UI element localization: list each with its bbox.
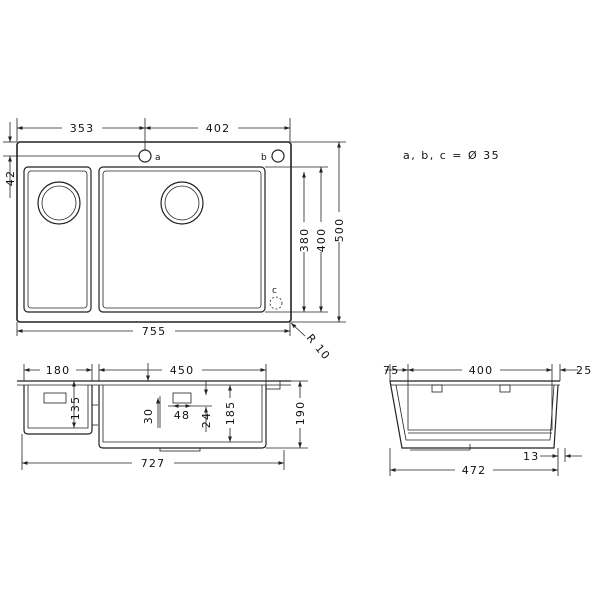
dim-r10: R 10 (304, 332, 333, 363)
dim-13: 13 (523, 450, 539, 463)
clip-right (499, 384, 511, 393)
small-bowl-inner (27, 170, 88, 309)
dim-190: 190 (294, 401, 307, 426)
big-bowl-drain-inner (164, 185, 200, 221)
side-view: 75 400 25 13 472 (383, 363, 592, 477)
dim-472: 472 (462, 464, 487, 477)
big-drain-outlet (159, 447, 201, 452)
small-bowl-drain-inner (41, 185, 77, 221)
dim-400-side: 400 (469, 364, 494, 377)
dim-755: 755 (142, 325, 167, 338)
dim-42: 42 (4, 170, 17, 186)
big-bowl (98, 166, 266, 313)
small-bowl (23, 166, 92, 313)
dim-380: 380 (298, 228, 311, 253)
dim-25: 25 (576, 364, 592, 377)
hole-a (138, 149, 152, 163)
dim-402: 402 (206, 122, 231, 135)
big-overflow (172, 392, 192, 404)
dim-180: 180 (46, 364, 71, 377)
dim-450: 450 (170, 364, 195, 377)
top-view: a b c 353 402 42 380 400 500 (3, 118, 346, 363)
big-bowl-inner (102, 170, 262, 309)
front-view: 180 135 450 30 48 24 185 190 (17, 363, 308, 470)
dim-727: 727 (141, 457, 166, 470)
dim-30: 30 (142, 408, 155, 424)
dim-24: 24 (200, 412, 213, 428)
dim-500: 500 (333, 218, 346, 243)
dim-185: 185 (224, 401, 237, 426)
small-bowl-section (23, 385, 93, 435)
clip-left (431, 384, 443, 393)
dim-48: 48 (174, 409, 190, 422)
small-bowl-drain (37, 181, 81, 225)
hole-b-label: b (261, 153, 267, 163)
hole-a-label: a (155, 153, 161, 163)
dim-75: 75 (383, 364, 399, 377)
hole-b (271, 149, 285, 163)
dim-353: 353 (70, 122, 95, 135)
sink-outline (16, 141, 292, 323)
hole-diameter-note: a, b, c = Ø 35 (403, 149, 500, 162)
dim-135: 135 (69, 396, 82, 421)
dim-400: 400 (315, 228, 328, 253)
big-bowl-drain (160, 181, 204, 225)
hole-c-label: c (272, 286, 277, 296)
side-bowl-section (389, 380, 559, 449)
small-overflow (43, 392, 67, 404)
hole-c (269, 296, 283, 310)
tap-deck (265, 380, 281, 390)
